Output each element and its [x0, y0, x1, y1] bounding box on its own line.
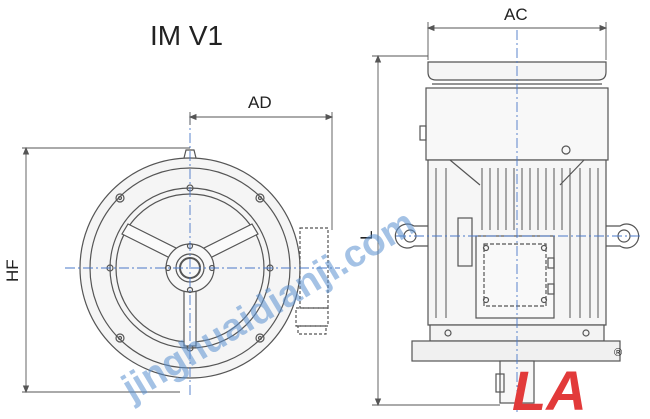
ac-dimension	[426, 22, 608, 60]
terminal-box	[475, 235, 555, 319]
ad-label: AD	[248, 93, 272, 112]
side-centerlines	[396, 30, 640, 412]
nameplate	[457, 217, 473, 267]
front-centerlines	[65, 115, 340, 395]
ac-label: AC	[504, 5, 528, 24]
l-label: L	[357, 231, 376, 240]
lifting-lug	[183, 149, 197, 159]
watermark-registered: ®	[614, 347, 622, 359]
hf-label: HF	[3, 259, 22, 282]
ad-dimension	[188, 112, 334, 230]
drawing-title: IM V1	[150, 20, 223, 51]
watermark-logo: LA	[512, 359, 587, 419]
hf-dimension	[22, 146, 190, 394]
l-dimension	[372, 54, 500, 407]
cooling-fins	[435, 168, 599, 318]
